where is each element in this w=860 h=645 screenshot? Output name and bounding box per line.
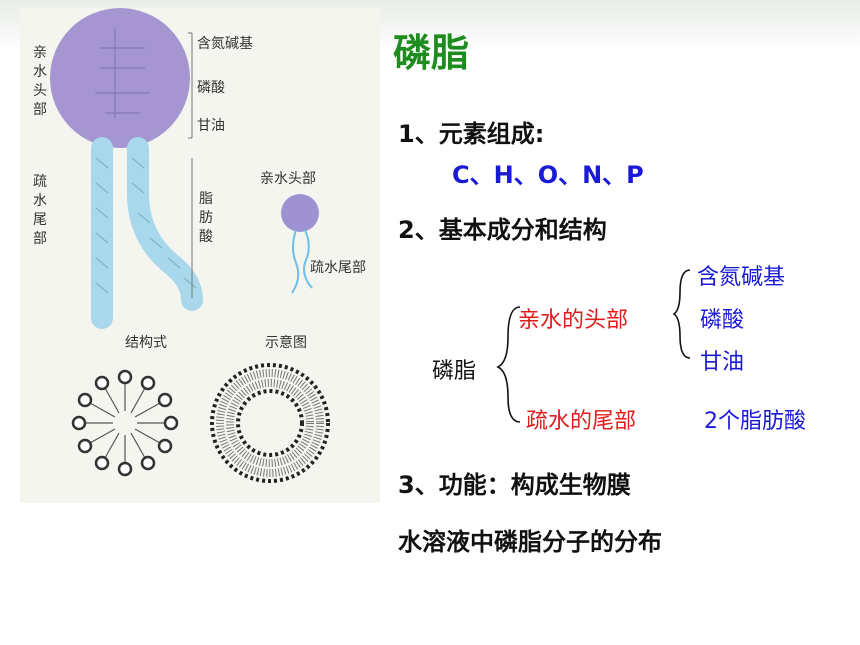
tree-braces	[496, 269, 691, 423]
schematic-tail-1	[291, 229, 300, 294]
head-child-nitrogen-base: 含氮碱基	[697, 265, 786, 290]
phosphate-label: 磷酸	[197, 80, 225, 96]
tail-region-label: 疏水尾部	[33, 174, 47, 247]
head-child-glycerol: 甘油	[700, 350, 745, 375]
label-brackets	[188, 32, 193, 298]
schematic-tail-label: 疏水尾部	[310, 260, 366, 276]
slide-title: 磷脂	[393, 31, 470, 75]
branch-head-label: 亲水的头部	[518, 308, 629, 333]
schematic-caption: 示意图	[265, 335, 307, 351]
branch-tail-label: 疏水的尾部	[526, 409, 637, 434]
head-structure-lines	[95, 28, 150, 118]
nitrogen-base-label: 含氮碱基	[197, 36, 253, 52]
structural-caption: 结构式	[125, 335, 167, 351]
schematic-head-label: 亲水头部	[260, 171, 316, 187]
head-child-phosphate: 磷酸	[700, 308, 745, 333]
glycerol-label: 甘油	[197, 118, 225, 134]
head-region-label: 亲水头部	[33, 45, 47, 118]
phospholipid-figure: 亲水头部 疏水尾部 含氮碱基 磷酸 甘油 脂肪酸 亲水头部 疏水尾部 结构式 示…	[20, 8, 380, 503]
fatty-acid-tail-right	[127, 137, 203, 311]
tail-detail: 2个脂肪酸	[704, 409, 806, 434]
schematic-tail-2	[303, 229, 313, 289]
section3-heading: 3、功能：构成生物膜	[398, 471, 631, 499]
micelle	[71, 369, 179, 477]
element-list: C、H、O、N、P	[452, 161, 644, 189]
schematic-head	[281, 194, 319, 232]
liposome	[210, 363, 330, 483]
tree-root: 磷脂	[432, 359, 477, 384]
head-brace	[672, 269, 691, 359]
fatty-acid-label: 脂肪酸	[199, 191, 213, 245]
footer-caption: 水溶液中磷脂分子的分布	[398, 528, 662, 556]
phospholipid-illustration	[20, 8, 380, 503]
tail-structure-lines	[95, 157, 197, 294]
root-brace	[496, 306, 521, 423]
section2-heading: 2、基本成分和结构	[398, 216, 607, 244]
section1-heading: 1、元素组成:	[398, 120, 545, 148]
molecule-head	[50, 8, 190, 148]
